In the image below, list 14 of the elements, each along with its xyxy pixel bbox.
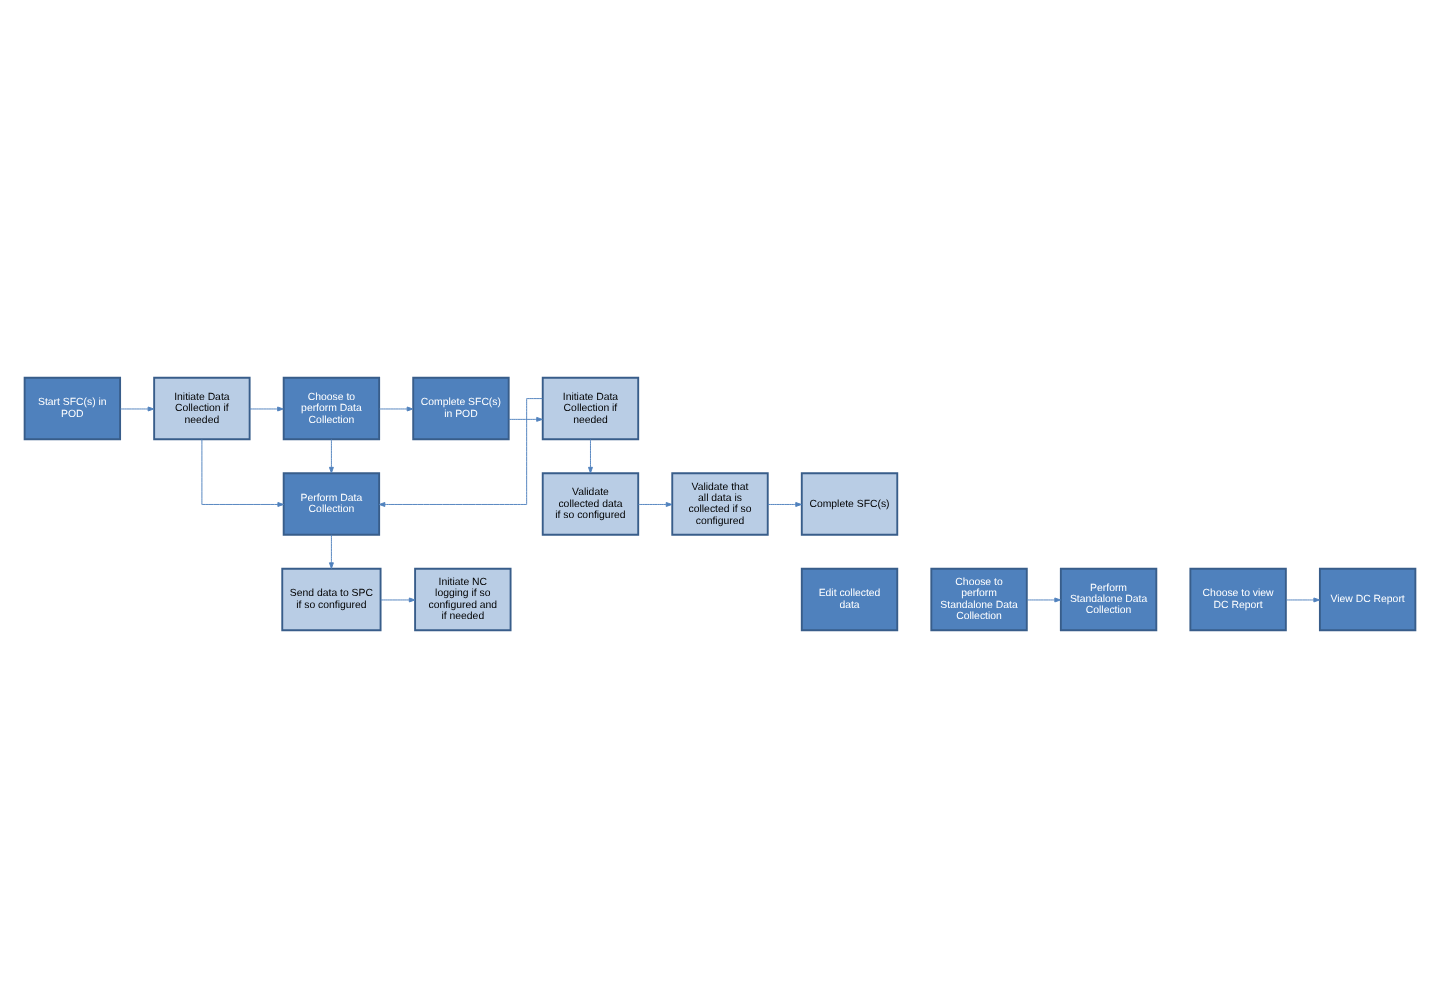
arrow xyxy=(767,502,802,507)
arrow xyxy=(119,406,155,412)
arrow xyxy=(508,416,543,422)
arrow xyxy=(380,597,416,603)
arrow xyxy=(1026,597,1061,603)
arrow xyxy=(588,438,593,474)
arrow xyxy=(201,438,285,507)
arrow xyxy=(637,502,673,507)
arrow xyxy=(378,398,543,507)
arrow xyxy=(328,438,334,474)
arrow xyxy=(378,406,414,412)
arrow xyxy=(1285,597,1320,603)
arrow xyxy=(249,406,284,412)
arrow xyxy=(328,534,334,569)
